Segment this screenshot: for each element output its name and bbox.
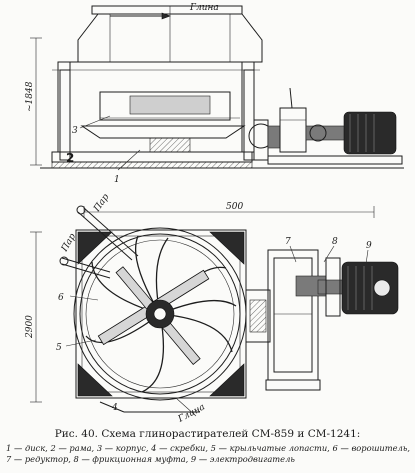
label-part-8: 8 [332, 237, 338, 247]
label-par-2: Пар [59, 232, 78, 255]
label-part-6: 6 [58, 293, 64, 303]
label-glina-bottom: Глина [176, 402, 207, 425]
dimension-height-top: ~1848 [25, 81, 35, 112]
label-part-2: 2 [66, 151, 74, 165]
label-part-1: 1 [114, 175, 120, 185]
figure-caption-title: Рис. 40. Схема глинорастирателей СМ-859 … [54, 428, 361, 440]
plan-view [30, 205, 399, 417]
dimension-height-bottom: 2900 [25, 315, 35, 339]
figure-caption-legend: 1 — диск, 2 — рама, 3 — корпус, 4 — скре… [6, 443, 410, 464]
dimension-width: 500 [226, 202, 243, 212]
label-part-4: 4 [111, 403, 118, 413]
label-part-3: 3 [72, 126, 78, 136]
side-elevation-view [30, 5, 404, 171]
label-part-9: 9 [366, 241, 372, 251]
label-par-1: Пар [92, 192, 112, 214]
label-part-5: 5 [56, 343, 62, 353]
label-part-7: 7 [285, 237, 291, 247]
label-glina-top: Глина [189, 3, 219, 13]
